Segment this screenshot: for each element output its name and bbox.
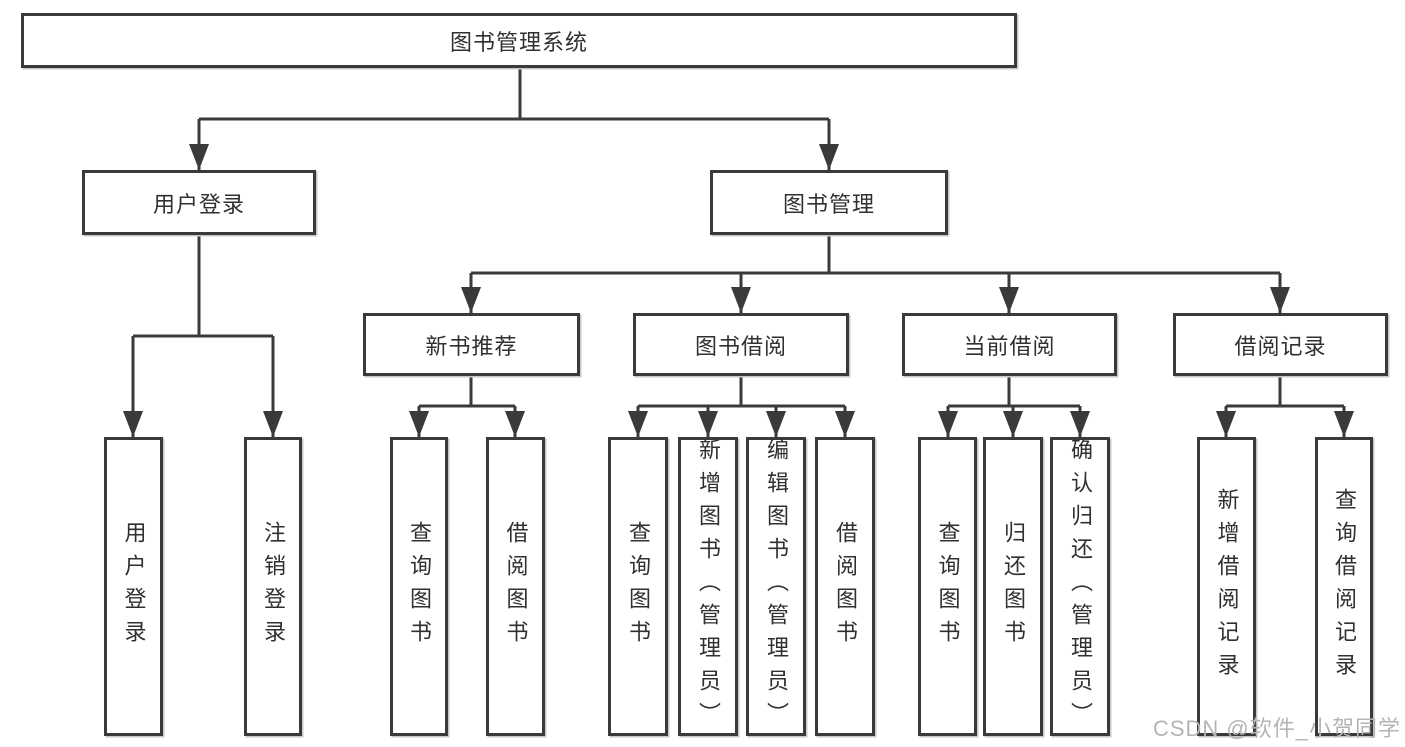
leaf-query-books-current: 查询图书 bbox=[918, 437, 977, 736]
leaf-query-books-current-label: 查询图书 bbox=[935, 520, 961, 653]
leaf-query-books-borrow: 查询图书 bbox=[608, 437, 668, 736]
connector-user-login-rail bbox=[133, 235, 273, 338]
node-book-management: 图书管理 bbox=[710, 170, 948, 235]
connector-current-borrow-rail bbox=[948, 376, 1080, 408]
node-borrow-records: 借阅记录 bbox=[1173, 313, 1388, 376]
leaf-confirm-return-admin-label: 确认归还（管理员） bbox=[1068, 438, 1093, 735]
csdn-watermark: CSDN @软件_小贺同学 bbox=[1152, 716, 1401, 741]
leaf-borrow-books-borrow-label: 借阅图书 bbox=[833, 520, 858, 653]
connector-new-book-rail bbox=[419, 376, 515, 408]
connector-root-rail bbox=[199, 68, 829, 121]
connector-book-management-rail bbox=[471, 235, 1280, 275]
node-user-login: 用户登录 bbox=[82, 170, 316, 235]
leaf-return-book: 归还图书 bbox=[983, 437, 1043, 736]
leaf-edit-book-admin: 编辑图书（管理员） bbox=[746, 437, 806, 736]
leaf-user-login-label: 用户登录 bbox=[121, 520, 147, 653]
leaf-add-book-admin-label: 新增图书（管理员） bbox=[696, 438, 721, 735]
leaf-logout-label: 注销登录 bbox=[261, 520, 286, 653]
leaf-query-books-recommend-label: 查询图书 bbox=[407, 520, 432, 653]
leaf-edit-book-admin-label: 编辑图书（管理员） bbox=[764, 438, 789, 735]
leaf-add-borrow-record: 新增借阅记录 bbox=[1197, 437, 1256, 736]
leaf-query-borrow-record-label: 查询借阅记录 bbox=[1332, 487, 1357, 686]
node-new-book-recommend: 新书推荐 bbox=[363, 313, 580, 376]
tree-connectors bbox=[123, 68, 1354, 437]
leaf-query-books-borrow-label: 查询图书 bbox=[626, 520, 651, 653]
leaf-borrow-books-recommend-label: 借阅图书 bbox=[503, 520, 529, 653]
leaf-query-books-recommend: 查询图书 bbox=[390, 437, 448, 736]
leaf-query-borrow-record: 查询借阅记录 bbox=[1315, 437, 1373, 736]
leaf-add-book-admin: 新增图书（管理员） bbox=[678, 437, 738, 736]
node-book-borrow: 图书借阅 bbox=[633, 313, 849, 376]
node-current-borrow: 当前借阅 bbox=[902, 313, 1117, 376]
leaf-borrow-books-borrow: 借阅图书 bbox=[815, 437, 875, 736]
leaf-user-login: 用户登录 bbox=[104, 437, 163, 736]
connector-borrow-records-rail bbox=[1226, 376, 1344, 408]
node-library-management-system: 图书管理系统 bbox=[21, 13, 1017, 68]
leaf-borrow-books-recommend: 借阅图书 bbox=[486, 437, 545, 736]
leaf-return-book-label: 归还图书 bbox=[1001, 520, 1026, 653]
connector-book-borrow-rail bbox=[638, 376, 845, 408]
leaf-logout: 注销登录 bbox=[244, 437, 302, 736]
leaf-add-borrow-record-label: 新增借阅记录 bbox=[1214, 487, 1240, 686]
leaf-confirm-return-admin: 确认归还（管理员） bbox=[1050, 437, 1110, 736]
